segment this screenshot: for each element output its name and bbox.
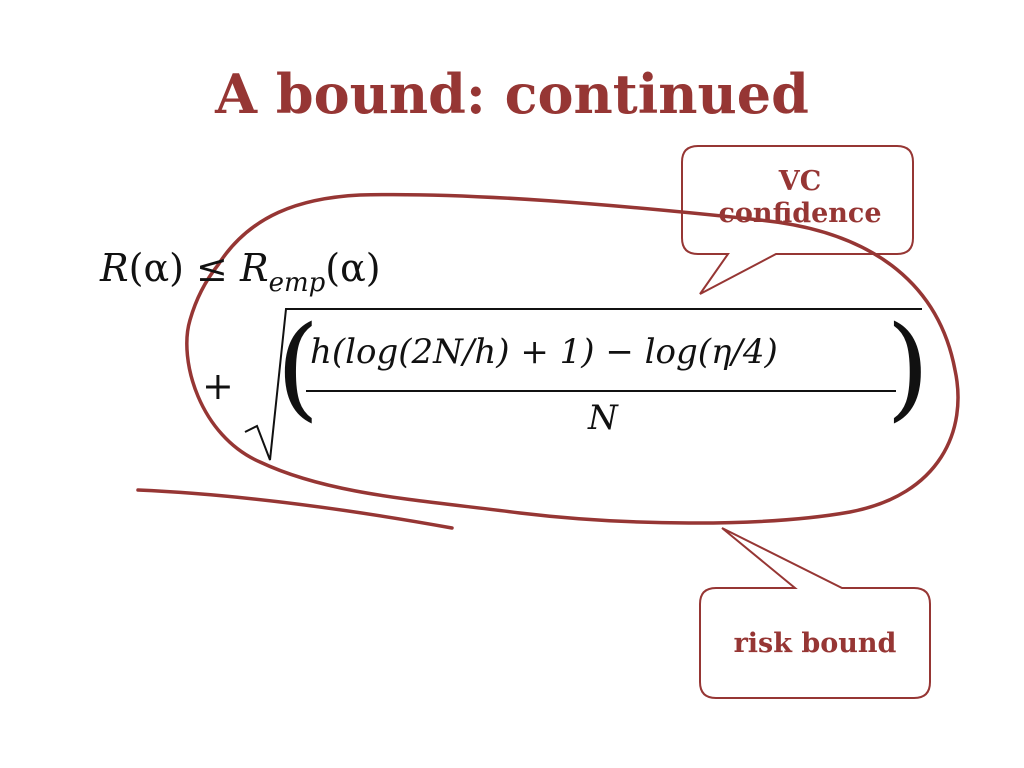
risk-bound-label: risk bound — [733, 628, 897, 659]
empirical-risk-argument: (α) — [325, 246, 381, 290]
plus-sign: + — [202, 364, 234, 408]
slide-title: A bound: continued — [215, 62, 809, 126]
vc-confidence-line1: VC — [778, 166, 822, 197]
empirical-risk-symbol: R — [239, 246, 269, 290]
risk-symbol: R — [100, 246, 129, 290]
hand-drawn-loop — [185, 192, 960, 525]
sqrt-sign — [244, 308, 922, 461]
risk-bound-callout-bubble — [699, 527, 931, 699]
hand-drawn-underline — [136, 488, 454, 530]
less-equal-sign: ≤ — [183, 246, 240, 290]
vc-confidence-label: VC confidence — [690, 166, 910, 231]
empirical-subscript: emp — [268, 268, 326, 298]
risk-argument: (α) — [128, 246, 184, 290]
formula-first-line: R(α) ≤ Remp(α) — [100, 246, 381, 298]
fraction-numerator: h(log(2N/h) + 1) − log(η/4) — [310, 332, 778, 372]
left-big-paren: ( — [276, 303, 320, 433]
fraction-denominator: N — [588, 398, 618, 438]
vc-confidence-callout-bubble — [681, 145, 914, 295]
vc-confidence-line2: confidence — [718, 198, 882, 230]
right-big-paren: ) — [886, 303, 930, 433]
